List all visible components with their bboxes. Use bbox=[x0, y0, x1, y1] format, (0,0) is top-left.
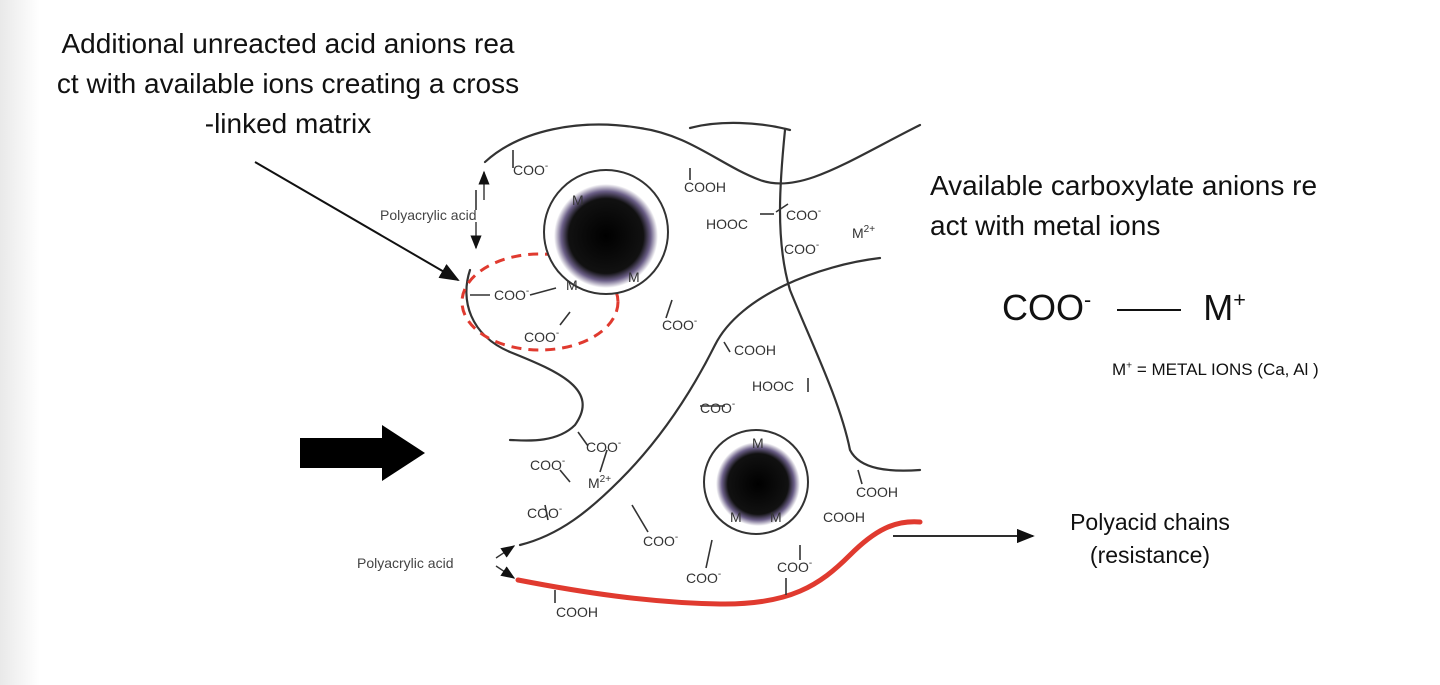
svg-text:COO-: COO- bbox=[513, 161, 548, 178]
svg-text:COO-: COO- bbox=[786, 206, 821, 223]
svg-text:COO-: COO- bbox=[662, 316, 697, 333]
chain-middle bbox=[518, 256, 882, 547]
particle-small-core bbox=[716, 442, 800, 526]
svg-text:COOH: COOH bbox=[684, 179, 726, 195]
polyacid-chains-label: Polyacid chains (resistance) bbox=[1070, 509, 1230, 569]
reaction-arrow-icon bbox=[300, 425, 425, 481]
particle-small bbox=[703, 429, 809, 535]
coo-labels: COO- COO- COO- COO- COO- COO- COO- COO- … bbox=[494, 161, 821, 586]
formula-coo-charge: - bbox=[1084, 287, 1092, 312]
svg-text:HOOC: HOOC bbox=[752, 378, 794, 394]
svg-text:M: M bbox=[566, 277, 578, 293]
svg-text:COO-: COO- bbox=[777, 558, 812, 575]
svg-text:COO-: COO- bbox=[530, 456, 565, 473]
carboxylate-annotation: Available carboxylate anions re act with… bbox=[930, 170, 1318, 241]
chain-top bbox=[483, 123, 922, 185]
svg-text:COOH: COOH bbox=[823, 509, 865, 525]
chain-right-vertical bbox=[778, 128, 922, 472]
particle-large-core bbox=[554, 184, 658, 288]
svg-text:M2+: M2+ bbox=[852, 224, 875, 241]
svg-text:COOH: COOH bbox=[556, 604, 598, 620]
svg-text:COO-: COO- bbox=[643, 532, 678, 549]
chain-left-loop bbox=[465, 268, 584, 442]
svg-text:M2+: M2+ bbox=[588, 474, 611, 491]
formula: COO- M+ bbox=[1002, 282, 1246, 333]
formula-coo: COO bbox=[1002, 287, 1085, 328]
metal-ion-labels: M M M M2+ M2+ M M M bbox=[566, 192, 875, 525]
bond-ticks bbox=[470, 150, 863, 603]
svg-text:HOOC: HOOC bbox=[706, 216, 748, 232]
svg-text:M: M bbox=[572, 192, 584, 208]
svg-text:M: M bbox=[628, 269, 640, 285]
svg-text:M: M bbox=[770, 509, 782, 525]
chain-top-branch bbox=[688, 121, 792, 132]
formula-bond bbox=[1117, 309, 1182, 312]
cooh-labels: COOH HOOC COOH HOOC COOH COOH COOH bbox=[556, 179, 898, 620]
svg-text:COO-: COO- bbox=[527, 504, 562, 521]
highlight-ellipse bbox=[460, 252, 620, 352]
crosslink-annotation: Additional unreacted acid anions rea ct … bbox=[56, 28, 520, 139]
metal-ions-legend: M+ = METAL IONS (Ca, Al ) bbox=[1112, 358, 1319, 382]
legend-symbol: M bbox=[1112, 360, 1127, 379]
svg-text:COO-: COO- bbox=[700, 399, 735, 416]
polyacrylic-label-bottom: Polyacrylic acid bbox=[357, 555, 453, 571]
formula-metal-charge: + bbox=[1233, 287, 1246, 312]
svg-text:COO-: COO- bbox=[494, 286, 529, 303]
svg-text:COO-: COO- bbox=[524, 328, 559, 345]
svg-text:COO-: COO- bbox=[686, 569, 721, 586]
legend-charge: + bbox=[1126, 360, 1133, 372]
polyacrylic-label-top: Polyacrylic acid bbox=[380, 207, 476, 223]
polyacid-chain-red bbox=[515, 519, 923, 607]
polymer-chains bbox=[465, 121, 922, 547]
svg-text:COOH: COOH bbox=[734, 342, 776, 358]
left-edge-shade bbox=[0, 0, 40, 685]
svg-text:M: M bbox=[730, 509, 742, 525]
formula-metal: M bbox=[1203, 287, 1234, 328]
particle-large bbox=[543, 169, 669, 295]
svg-text:COOH: COOH bbox=[856, 484, 898, 500]
crosslink-pointer-arrow bbox=[254, 161, 460, 282]
svg-text:M: M bbox=[752, 435, 764, 451]
legend-text: = METAL IONS (Ca, Al ) bbox=[1132, 360, 1319, 379]
svg-text:COO-: COO- bbox=[586, 438, 621, 455]
svg-text:COO-: COO- bbox=[784, 240, 819, 257]
